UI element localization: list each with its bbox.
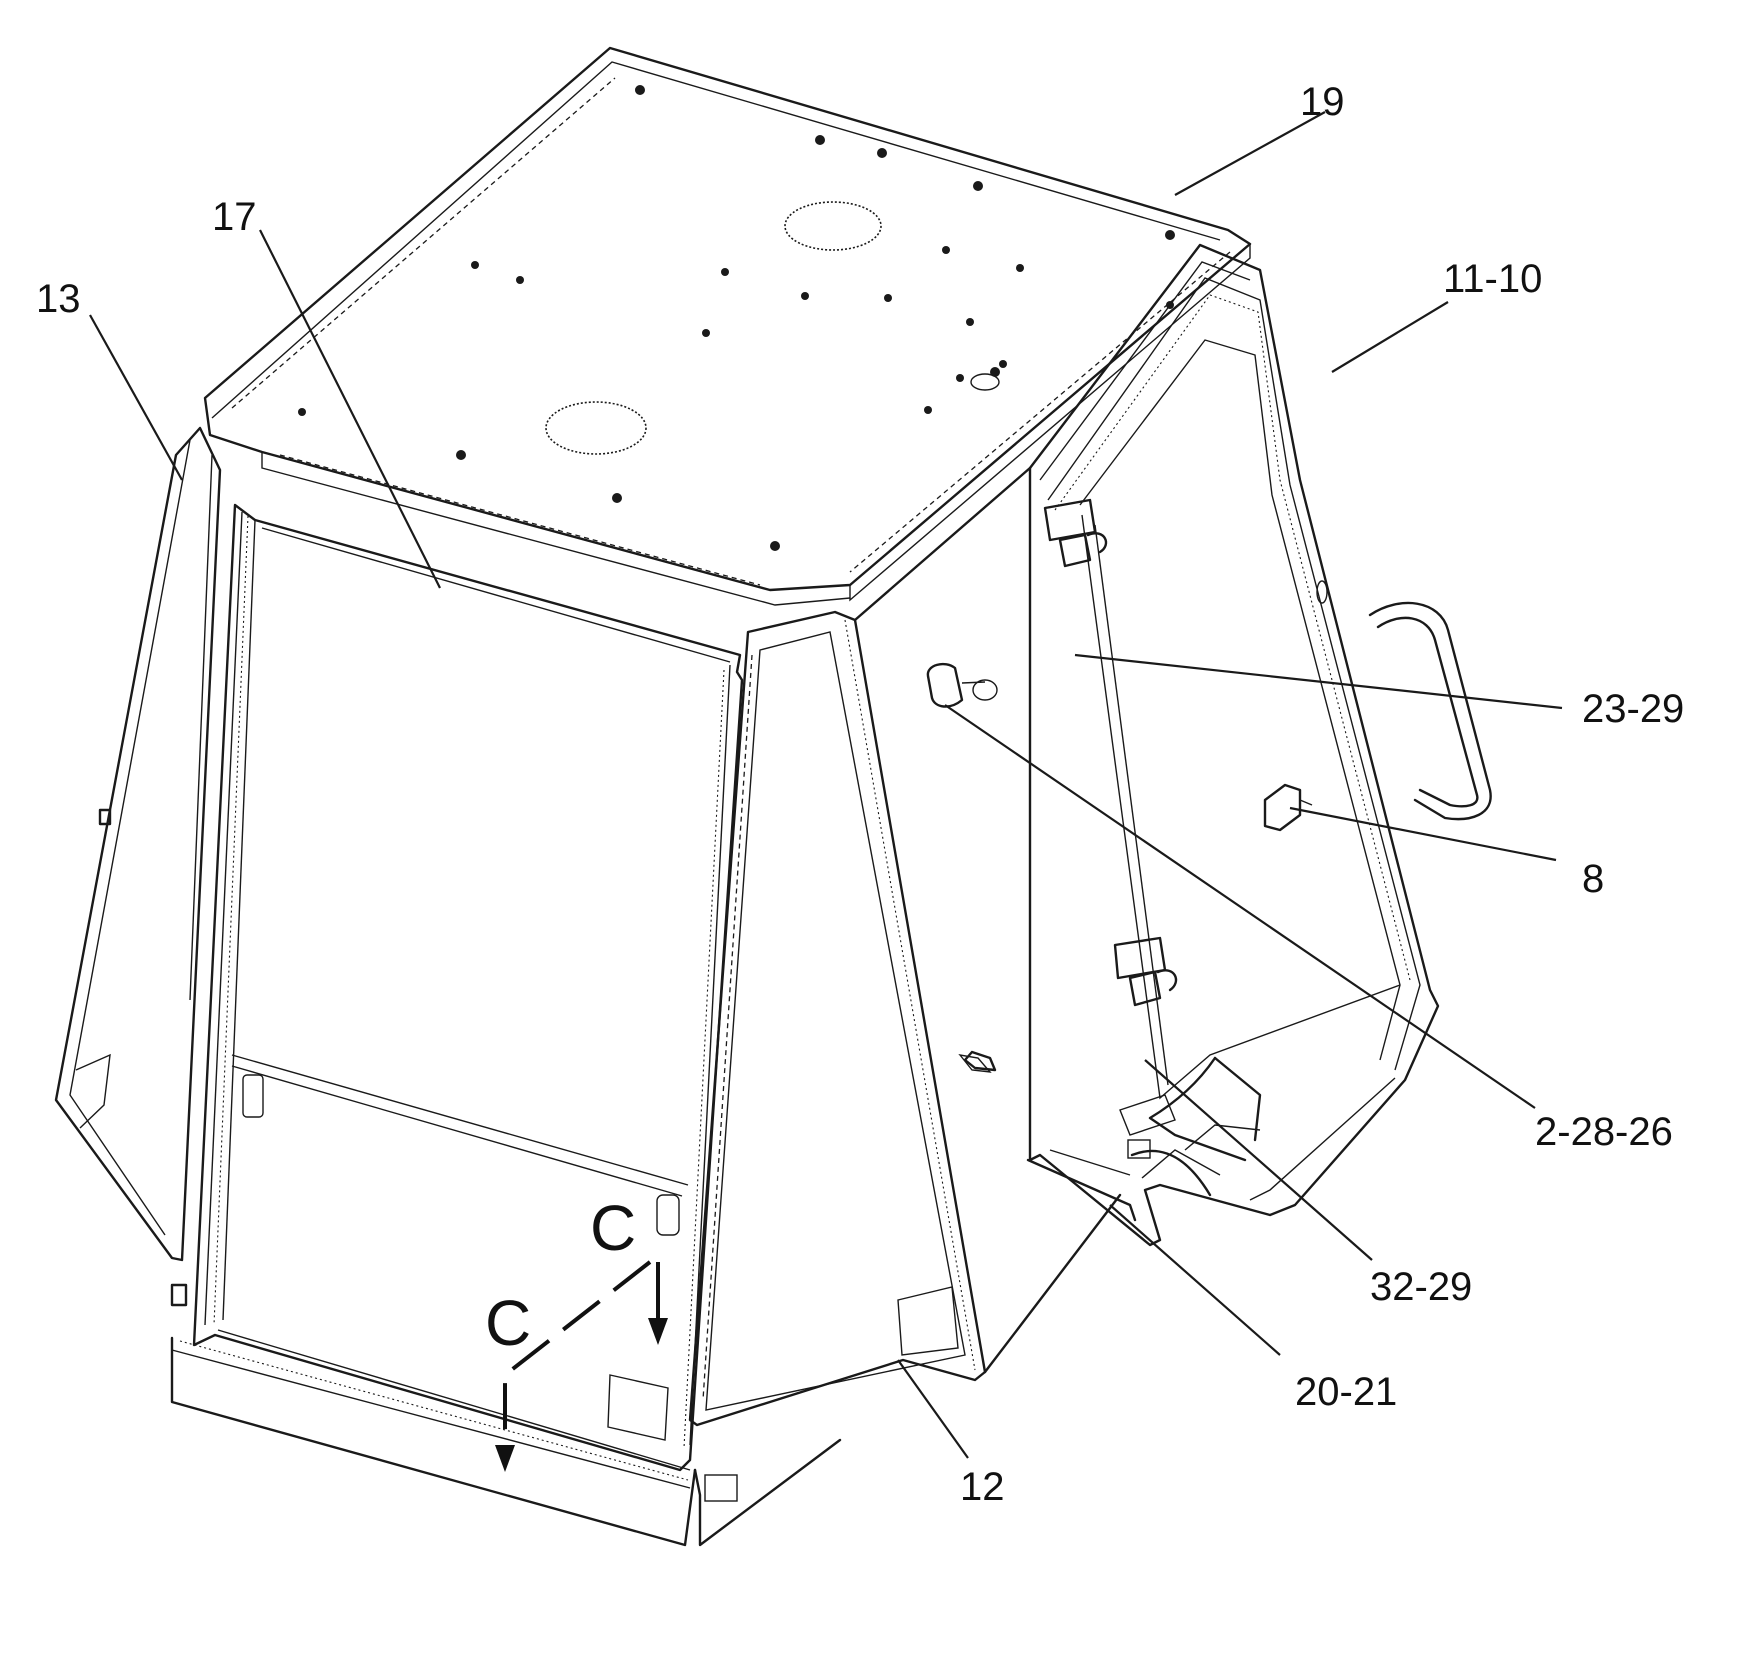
callout-19: 19 (1300, 80, 1345, 124)
roof-panel (203, 46, 1252, 606)
door-latch (1263, 783, 1313, 832)
right-front-side-window (688, 610, 987, 1427)
leader-8 (1289, 806, 1557, 862)
leader-lines (89, 111, 1563, 1459)
section-label-upper: C (590, 1192, 636, 1264)
callout-11-10: 11-10 (1443, 257, 1542, 301)
leader-2-28-26 (944, 704, 1536, 1109)
callout-8: 8 (1582, 857, 1604, 901)
right-cab-door (1026, 243, 1492, 1247)
leader-20-21 (1109, 1204, 1281, 1356)
leader-12 (897, 1359, 969, 1459)
callout-20-21: 20-21 (1295, 1370, 1397, 1414)
section-label-lower: C (485, 1287, 531, 1359)
callout-12: 12 (960, 1465, 1005, 1509)
leader-23-29 (1074, 653, 1563, 710)
left-front-door-glass (54, 426, 222, 1307)
leader-17 (259, 229, 441, 589)
base-rail (170, 1336, 842, 1547)
door-hinge-upper (1043, 498, 1108, 568)
section-cut-marker: C C (485, 1192, 668, 1472)
door-hinge-lower (1113, 936, 1178, 1007)
callout-2-28-26: 2-28-26 (1535, 1110, 1673, 1154)
roof-hatch-opening-front (545, 401, 647, 455)
right-side-panel (853, 466, 1122, 1374)
leader-13 (89, 314, 183, 481)
roof-hatch-opening-rear (784, 201, 882, 251)
door-handle-grab-bar (1368, 601, 1492, 821)
leader-19 (1174, 111, 1326, 196)
roof-bolt-holes (298, 85, 1175, 551)
leader-11-10 (1331, 301, 1449, 373)
callout-32-29: 32-29 (1370, 1265, 1472, 1309)
callout-23-29: 23-29 (1582, 687, 1684, 731)
callout-17: 17 (212, 195, 257, 239)
mirror-mount (926, 662, 998, 708)
callout-labels: 19 17 13 11-10 23-29 8 2-28-26 32-29 20-… (36, 80, 1684, 1509)
leader-32-29 (1144, 1059, 1373, 1261)
callout-13: 13 (36, 277, 81, 321)
